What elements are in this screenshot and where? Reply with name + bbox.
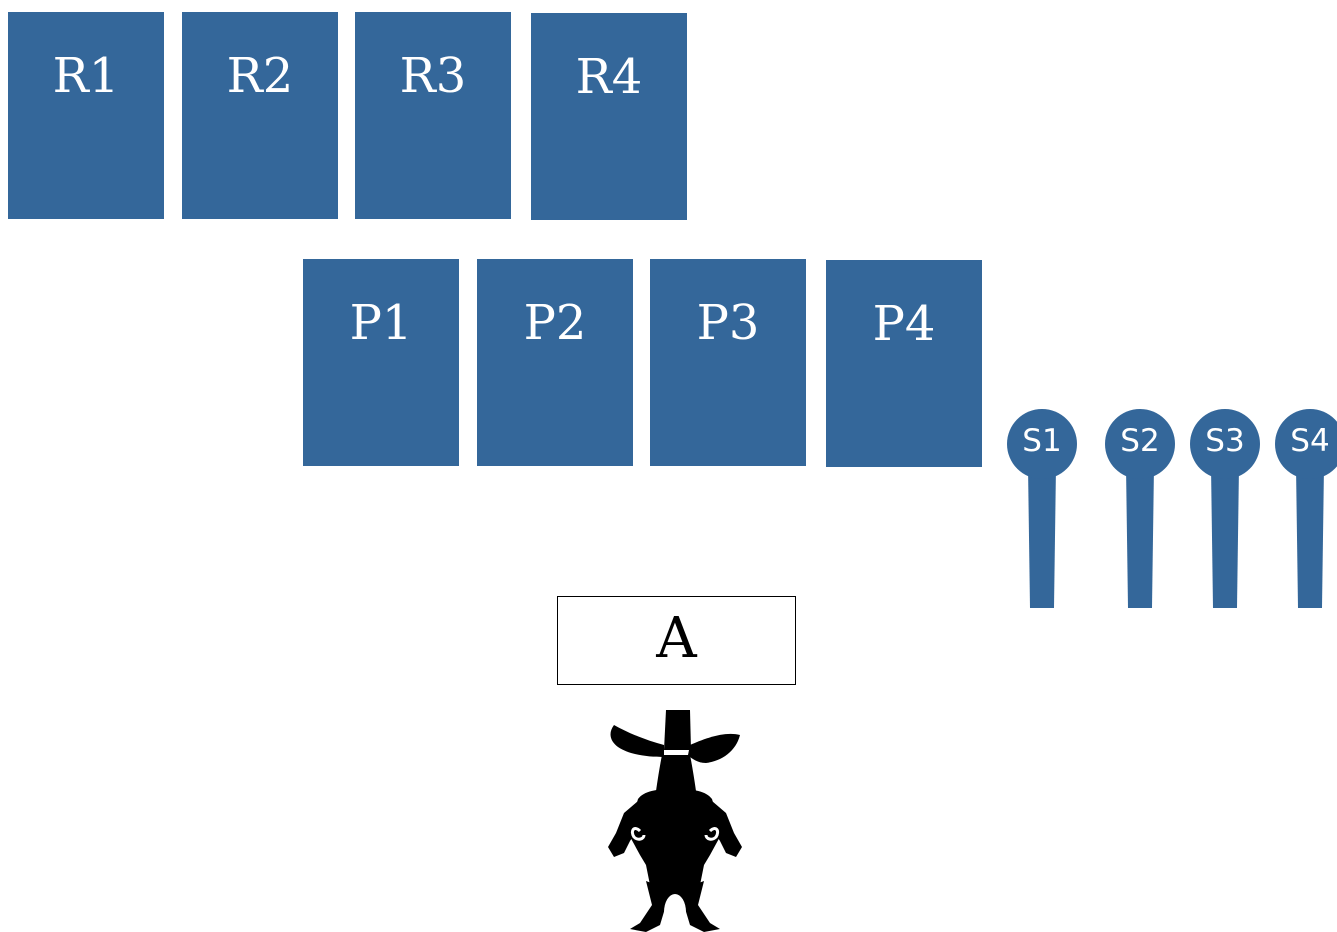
card-r3: R3 — [355, 12, 511, 219]
pin-s2: S2 — [1102, 408, 1178, 608]
box-a: A — [557, 596, 796, 685]
card-label: R2 — [226, 48, 294, 104]
pin-s3: S3 — [1187, 408, 1263, 608]
pin-icon — [1275, 409, 1337, 608]
card-label: P3 — [696, 295, 760, 351]
pin-label: S1 — [1022, 423, 1062, 459]
card-p1: P1 — [303, 259, 459, 466]
card-label: R3 — [399, 48, 467, 104]
box-label: A — [656, 606, 697, 671]
cowboy-silhouette-icon — [608, 710, 742, 932]
pin-icon — [1105, 409, 1175, 608]
card-p4: P4 — [826, 260, 982, 467]
card-label: P2 — [523, 295, 587, 351]
card-p3: P3 — [650, 259, 806, 466]
pin-label: S2 — [1120, 423, 1160, 459]
card-label: P4 — [872, 296, 936, 352]
card-label: R1 — [52, 48, 120, 104]
pin-icon — [1190, 409, 1260, 608]
pin-s1: S1 — [1004, 408, 1080, 608]
card-label: P1 — [349, 295, 413, 351]
card-label: R4 — [575, 49, 643, 105]
pin-label: S3 — [1205, 423, 1245, 459]
card-r1: R1 — [8, 12, 164, 219]
pin-icon — [1007, 409, 1077, 608]
pin-label: S4 — [1290, 423, 1330, 459]
card-r4: R4 — [531, 13, 687, 220]
pin-s4: S4 — [1272, 408, 1337, 608]
card-r2: R2 — [182, 12, 338, 219]
card-p2: P2 — [477, 259, 633, 466]
